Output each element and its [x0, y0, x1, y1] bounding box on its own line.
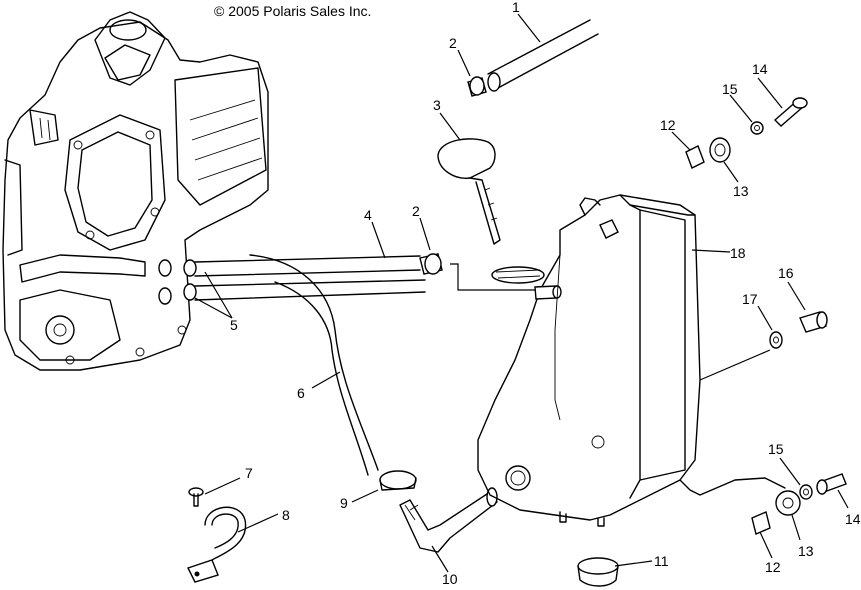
- clamp-icon: [467, 76, 487, 97]
- callout-numbers: 1 2 3 4 2 5 6 7 8 9 10 11 12 13 14 15 16…: [230, 0, 861, 587]
- callout-15-bottom: 15: [768, 441, 784, 457]
- mounting-clamp-icon: [187, 506, 247, 583]
- callout-10: 10: [442, 571, 458, 587]
- callout-15-top: 15: [722, 81, 738, 97]
- callout-17: 17: [742, 291, 758, 307]
- hose-icon: [487, 19, 599, 92]
- callout-4: 4: [364, 207, 372, 223]
- grommet-icon: [577, 557, 619, 587]
- hose-icon: [249, 254, 379, 476]
- washer-icon: [799, 484, 813, 500]
- callout-12-bottom: 12: [765, 559, 781, 575]
- washer-icon: [769, 331, 783, 349]
- copyright-text: © 2005 Polaris Sales Inc.: [214, 3, 371, 19]
- dipstick-icon: [437, 138, 501, 245]
- hose-icon: [194, 255, 426, 301]
- elbow-fitting-icon: [399, 487, 498, 553]
- bolt-icon: [773, 97, 808, 127]
- bolt-icon: [799, 311, 828, 333]
- callout-2-top: 2: [449, 35, 457, 51]
- bolt-icon: [188, 487, 204, 507]
- callout-13-bottom: 13: [798, 543, 814, 559]
- clamp-icon: [379, 470, 417, 491]
- callout-14-bottom: 14: [845, 511, 861, 527]
- clamp-icon: [419, 253, 443, 275]
- callout-18: 18: [730, 245, 746, 261]
- callout-7: 7: [245, 465, 253, 481]
- callout-16: 16: [778, 265, 794, 281]
- bolt-icon: [816, 473, 847, 495]
- callout-1: 1: [512, 0, 520, 15]
- callout-12-top: 12: [660, 117, 676, 133]
- callout-3: 3: [433, 97, 441, 113]
- grommet-icon: [751, 490, 801, 535]
- callout-8: 8: [282, 507, 290, 523]
- callout-14-top: 14: [752, 61, 768, 77]
- callout-6: 6: [297, 385, 305, 401]
- callout-5: 5: [230, 317, 238, 333]
- oil-tank-icon: [477, 194, 786, 527]
- callout-leaders: [194, 13, 849, 573]
- engine-icon: [2, 11, 269, 371]
- callout-2-hose: 2: [412, 203, 420, 219]
- callout-9: 9: [340, 495, 348, 511]
- grommet-icon: [685, 137, 731, 169]
- washer-icon: [750, 121, 764, 135]
- callout-11: 11: [654, 553, 669, 569]
- callout-13-top: 13: [733, 183, 749, 199]
